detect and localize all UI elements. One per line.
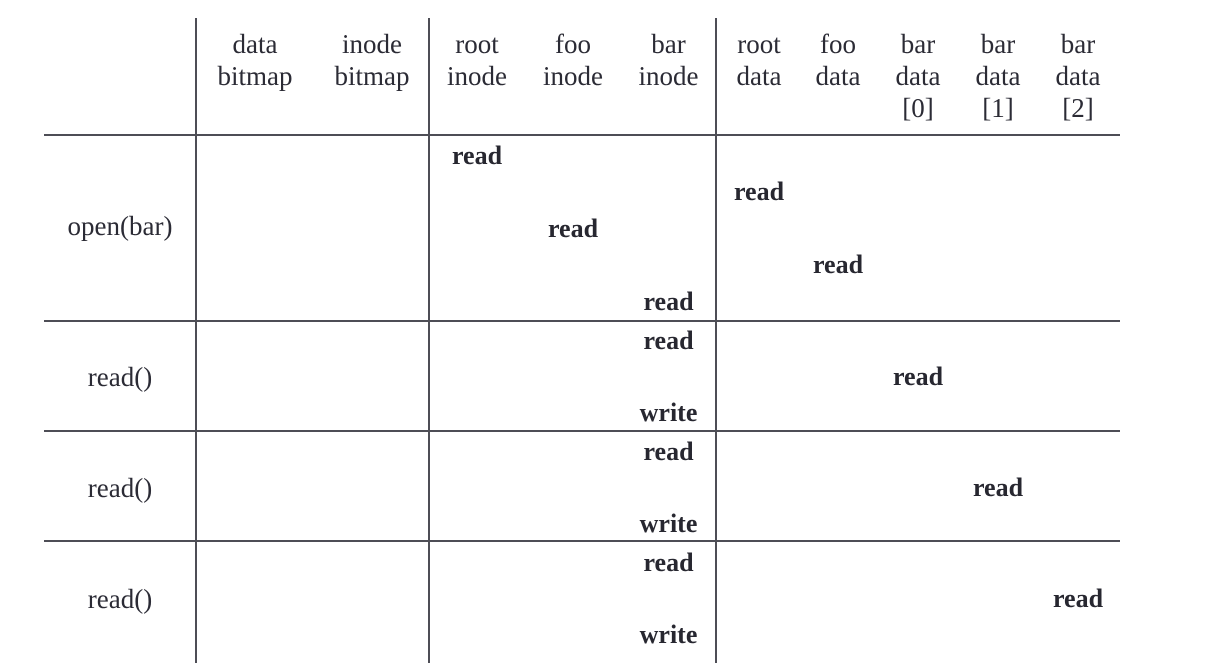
column-header-data-bitmap-line2: bitmap (217, 61, 293, 91)
op-bar-data-0-read: read (892, 362, 944, 391)
op-root-inode-read: read (451, 141, 503, 170)
row-label-read-1: read() (87, 362, 153, 392)
row-label-open-bar: open(bar) (67, 211, 173, 241)
op-bar-inode-read: read (643, 287, 694, 316)
op-bar-inode-write: write (639, 398, 698, 427)
column-header-root-inode-line2: inode (447, 61, 507, 91)
vertical-rule-after-bitmaps (428, 18, 430, 663)
op-bar-inode-read: read (643, 548, 694, 577)
vertical-rule-after-inodes (715, 18, 717, 663)
column-header-bar-data-0-line3: [0] (902, 93, 934, 123)
row-label-read-2: read() (87, 473, 153, 503)
column-header-inode-bitmap-line2: bitmap (334, 61, 410, 91)
column-header-root-inode-line1: root (455, 29, 499, 59)
column-header-data-bitmap-line1: data (232, 29, 278, 59)
column-header-bar-data-1-line1: bar (980, 29, 1016, 59)
column-header-foo-inode-line1: foo (555, 29, 591, 59)
op-bar-data-1-read: read (972, 473, 1024, 502)
row-separator-rule-2 (44, 430, 1120, 432)
column-header-bar-data-1-line2: data (975, 61, 1021, 91)
column-header-bar-data-0-line2: data (895, 61, 941, 91)
row-separator-rule-3 (44, 540, 1120, 542)
column-header-foo-data-line2: data (815, 61, 861, 91)
column-header-foo-inode-line2: inode (543, 61, 603, 91)
column-header-foo-data-line1: foo (820, 29, 856, 59)
column-header-bar-inode-line2: inode (638, 61, 699, 91)
column-header-bar-inode-line1: bar (651, 29, 686, 59)
header-separator-rule (44, 134, 1120, 136)
op-root-data-read: read (733, 177, 785, 206)
column-header-inode-bitmap-line1: inode (342, 29, 402, 59)
column-header-bar-data-0-line1: bar (900, 29, 936, 59)
column-header-bar-data-2-line1: bar (1060, 29, 1096, 59)
vertical-rule-after-op-column (195, 18, 197, 663)
op-foo-inode-read: read (547, 214, 599, 243)
column-header-root-data-line2: data (736, 61, 782, 91)
op-bar-inode-read: read (643, 437, 694, 466)
row-separator-rule-1 (44, 320, 1120, 322)
op-bar-inode-read: read (643, 326, 694, 355)
column-header-bar-data-2-line3: [2] (1062, 93, 1094, 123)
column-header-root-data-line1: root (737, 29, 781, 59)
op-bar-inode-write: write (639, 620, 698, 649)
column-header-bar-data-1-line3: [1] (982, 93, 1014, 123)
op-bar-inode-write: write (639, 509, 698, 538)
op-bar-data-2-read: read (1052, 584, 1104, 613)
row-label-read-3: read() (87, 584, 153, 614)
op-foo-data-read: read (812, 250, 864, 279)
column-header-bar-data-2-line2: data (1055, 61, 1101, 91)
